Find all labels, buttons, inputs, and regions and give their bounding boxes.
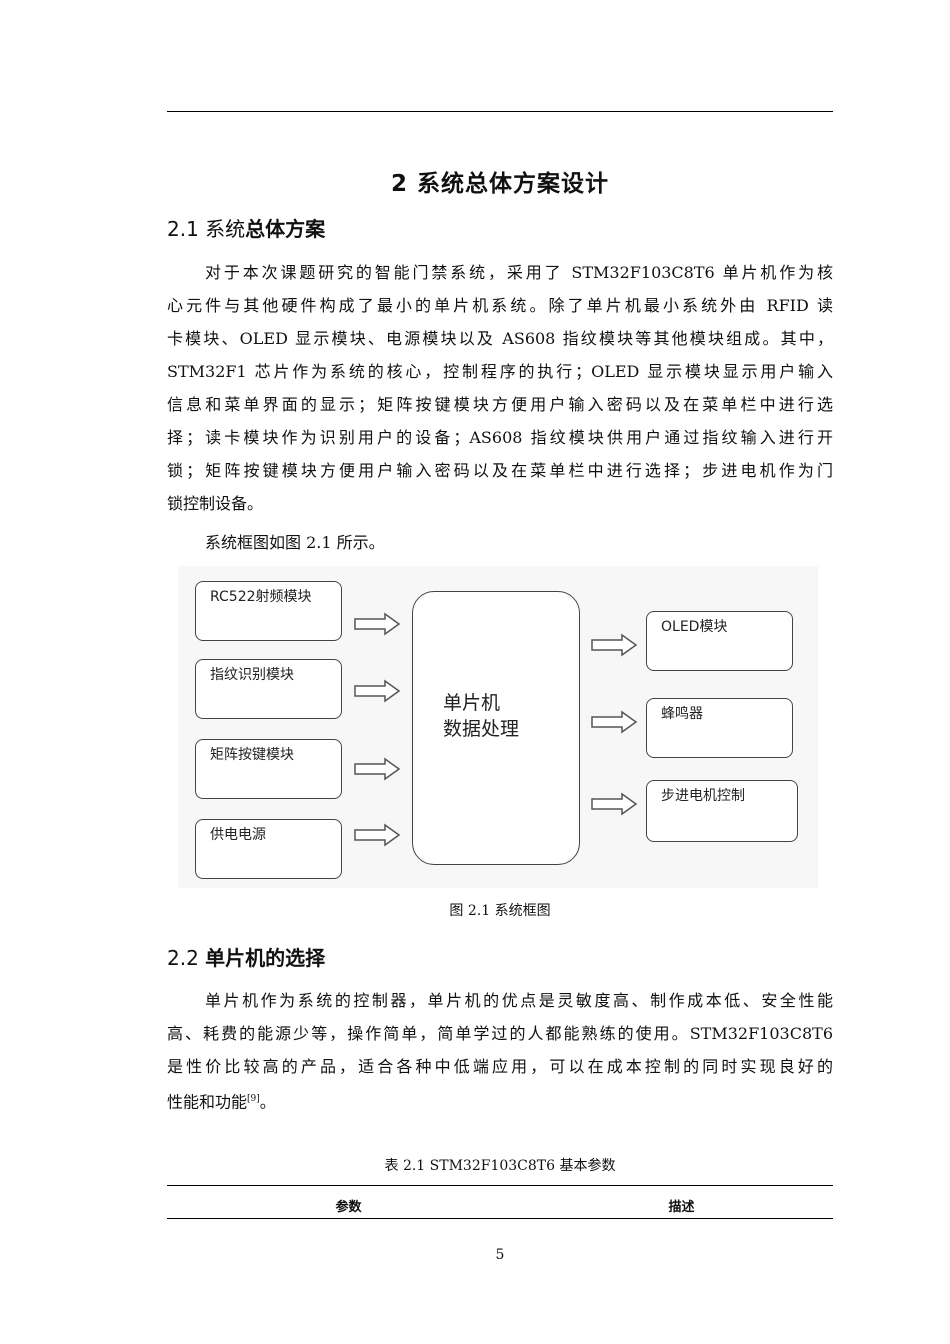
- section-title-part2: 总体方案: [245, 217, 326, 241]
- page-number: 5: [495, 1247, 505, 1263]
- text-line: 心元件与其他硬件构成了最小的单片机系统。除了单片机最小系统外由 RFID 读: [167, 296, 833, 315]
- text-line: STM32F1 芯片作为系统的核心，控制程序的执行；OLED 显示模块显示用户输…: [167, 362, 833, 381]
- text-line: 锁；矩阵按键模块方便用户输入密码以及在菜单栏中进行选择；步进电机作为门: [167, 461, 833, 480]
- arrow-right-icon: [354, 823, 401, 847]
- block-fingerprint: 指纹识别模块: [195, 659, 342, 719]
- section-title-part1: 系统: [205, 217, 246, 241]
- table-header-rule: [167, 1218, 833, 1219]
- paragraph-mcu-selection: 单片机作为系统的控制器，单片机的优点是灵敏度高、制作成本低、安全性能 高、耗费的…: [167, 984, 833, 1118]
- section-2-2-heading: 2.2 单片机的选择: [167, 942, 325, 971]
- paragraph-figure-reference: 系统框图如图 2.1 所示。: [167, 526, 833, 559]
- mcu-label-line1: 单片机: [443, 692, 501, 714]
- arrow-right-icon: [354, 679, 401, 703]
- text-line: 性能和功能[9]。: [167, 1083, 833, 1118]
- block-buzzer: 蜂鸣器: [646, 698, 793, 758]
- table-top-rule: [167, 1185, 833, 1186]
- arrow-right-icon: [591, 633, 638, 657]
- section-number: 2.1: [167, 217, 206, 241]
- text-span: 。: [259, 1092, 276, 1112]
- chapter-title: 2 系统总体方案设计: [390, 171, 609, 197]
- text-line: 信息和菜单界面的显示；矩阵按键模块方便用户输入密码以及在菜单栏中进行选: [167, 395, 833, 414]
- header-rule: [167, 111, 833, 112]
- arrow-right-icon: [591, 710, 638, 734]
- block-power: 供电电源: [195, 819, 342, 879]
- table-caption: 表 2.1 STM32F103C8T6 基本参数: [384, 1158, 616, 1174]
- paragraph-system-overview: 对于本次课题研究的智能门禁系统，采用了 STM32F103C8T6 单片机作为核…: [167, 256, 833, 520]
- section-title: 单片机的选择: [205, 946, 326, 970]
- text-line: 单片机作为系统的控制器，单片机的优点是灵敏度高、制作成本低、安全性能: [205, 991, 833, 1010]
- block-oled: OLED模块: [646, 611, 793, 671]
- arrow-right-icon: [591, 792, 638, 816]
- arrow-right-icon: [354, 757, 401, 781]
- text-line: 锁控制设备。: [167, 494, 264, 513]
- block-stepper: 步进电机控制: [646, 780, 798, 842]
- text-line: 是性价比较高的产品，适合各种中低端应用，可以在成本控制的同时实现良好的: [167, 1057, 833, 1076]
- citation: [9]: [247, 1094, 260, 1104]
- table-header-desc: 描述: [668, 1200, 695, 1215]
- text-line: 高、耗费的能源少等，操作简单，简单学过的人都能熟练的使用。STM32F103C8…: [167, 1024, 833, 1043]
- text-line: 系统框图如图 2.1 所示。: [205, 533, 385, 552]
- block-keypad: 矩阵按键模块: [195, 739, 342, 799]
- figure-caption: 图 2.1 系统框图: [449, 903, 551, 919]
- block-rc522: RC522射频模块: [195, 581, 342, 641]
- text-line: 择；读卡模块作为识别用户的设备；AS608 指纹模块供用户通过指纹输入进行开: [167, 428, 833, 447]
- text-line: 对于本次课题研究的智能门禁系统，采用了 STM32F103C8T6 单片机作为核: [205, 263, 833, 282]
- text-line: 卡模块、OLED 显示模块、电源模块以及 AS608 指纹模块等其他模块组成。其…: [167, 329, 833, 348]
- text-span: 性能和功能: [167, 1092, 248, 1112]
- system-block-diagram: RC522射频模块 指纹识别模块 矩阵按键模块 供电电源 单片机 数据处理 OL…: [178, 566, 818, 888]
- section-number: 2.2: [167, 946, 206, 970]
- mcu-label-line2: 数据处理: [443, 718, 520, 740]
- block-mcu: 单片机 数据处理: [412, 591, 580, 865]
- table-header-param: 参数: [335, 1200, 362, 1215]
- arrow-right-icon: [354, 612, 401, 636]
- section-2-1-heading: 2.1 系统总体方案: [167, 213, 325, 242]
